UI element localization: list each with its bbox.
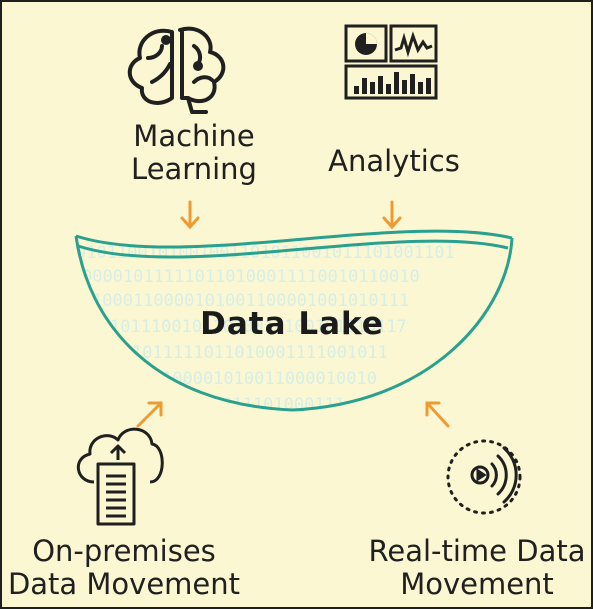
label-analytics: Analytics (328, 144, 460, 178)
label-on-premises: On-premises Data Movement (7, 534, 241, 601)
cloud-server-icon (77, 427, 164, 526)
arrow-up-on-premises (136, 401, 163, 428)
arrow-down-ml (180, 200, 200, 230)
lake-outline (74, 229, 514, 412)
binary-row: 1000110000101001100001001010111 (92, 291, 409, 311)
binary-row: 000010111110110100011110010110010 (82, 267, 420, 287)
binary-row: 0011101000111 (212, 395, 345, 415)
binary-row: 1011111011010001111001011 (132, 343, 388, 363)
arrow-down-analytics (382, 200, 402, 230)
arrow-up-real-time (425, 401, 450, 428)
label-machine-learning: Machine Learning (131, 119, 257, 186)
dashboard-icon (344, 24, 438, 100)
binary-row: 100001010011000010010 (162, 369, 377, 389)
label-real-time: Real-time Data Movement (368, 534, 586, 601)
brain-icon (127, 26, 226, 114)
binary-row: 10111001011010011100101010117 (110, 317, 407, 337)
stream-signal-icon (446, 439, 522, 515)
lake-title: Data Lake (200, 306, 384, 342)
